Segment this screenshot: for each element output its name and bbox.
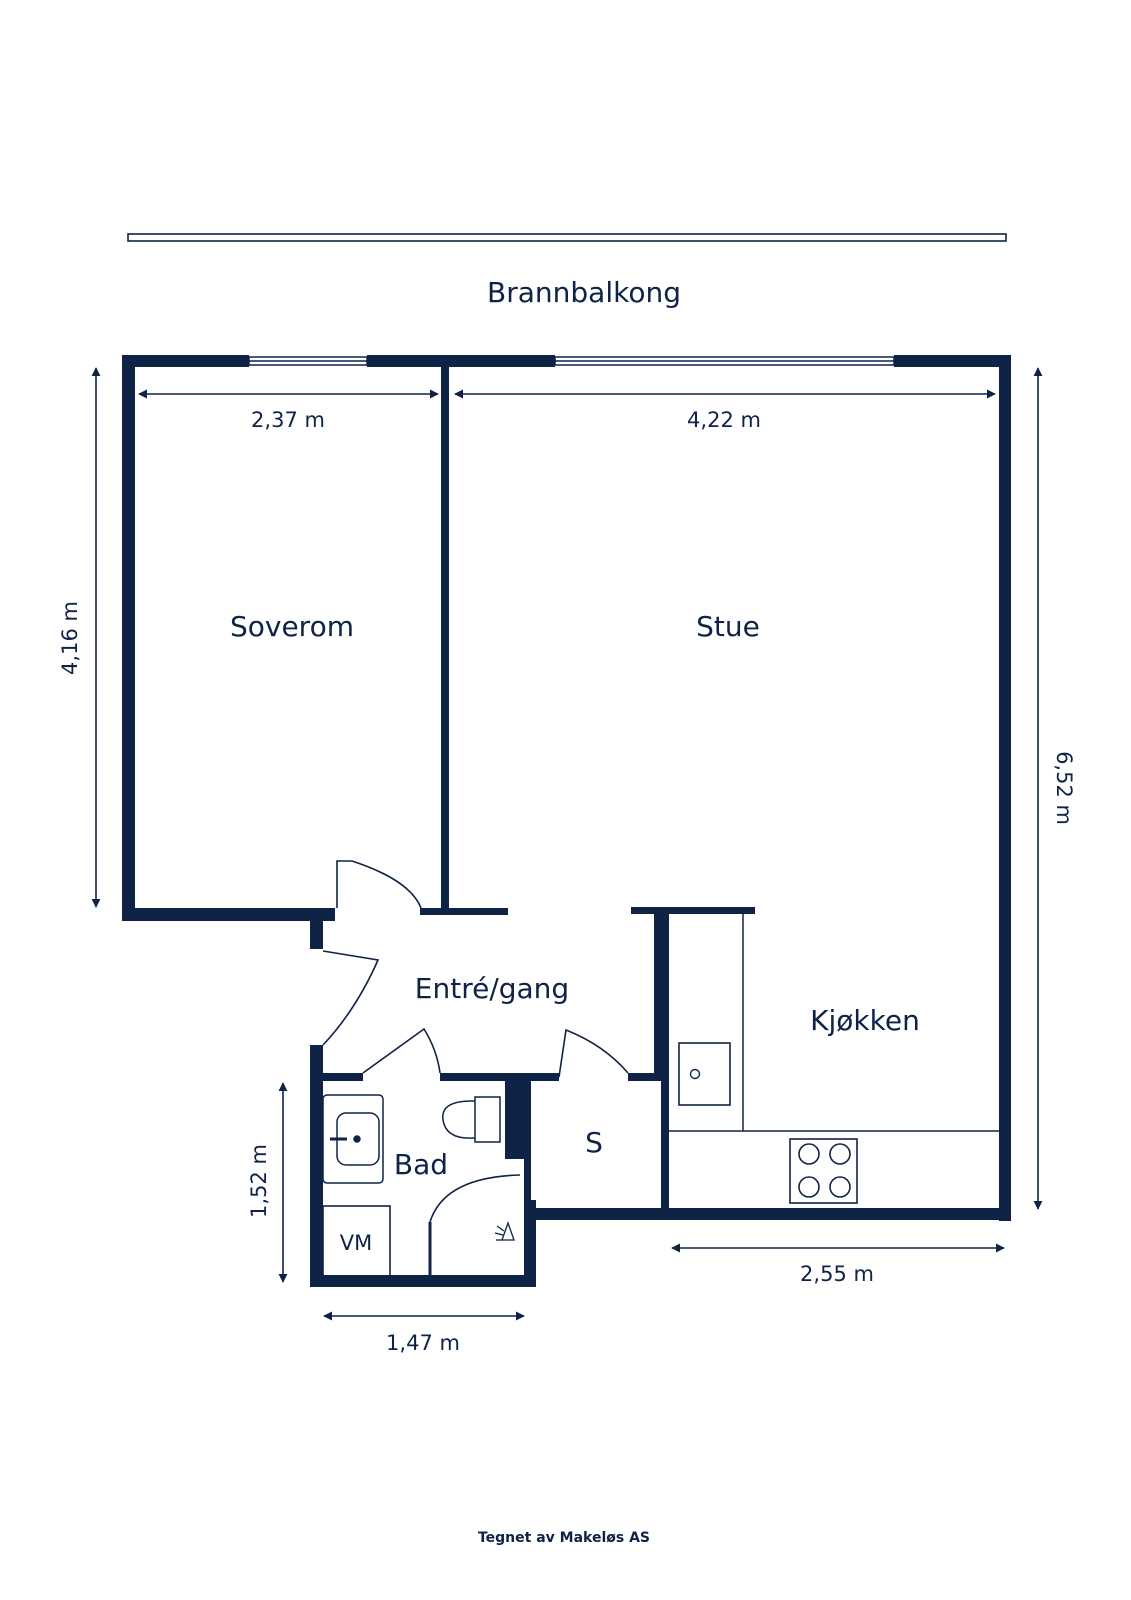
washing-machine-icon [322, 1205, 391, 1278]
room-label-washer: VM [340, 1231, 372, 1255]
dim-living-width: 4,22 m [687, 408, 761, 432]
credit-text: Tegnet av Makeløs AS [478, 1530, 650, 1546]
room-label-storage: S [585, 1126, 603, 1159]
room-label-bedroom: Soverom [230, 610, 354, 643]
walls [122, 355, 1011, 1287]
toilet-icon [442, 1096, 501, 1143]
doors [322, 860, 629, 1277]
kitchen-sink-icon [678, 1042, 731, 1106]
dim-bedroom-width: 2,37 m [251, 408, 325, 432]
washbasin-icon [322, 1094, 384, 1184]
room-label-kitchen: Kjøkken [810, 1004, 920, 1037]
dim-bedroom-depth: 4,16 m [58, 601, 82, 675]
balcony-label: Brannbalkong [487, 276, 681, 309]
balcony-railing [127, 233, 1007, 242]
kitchen-counter [669, 912, 999, 1132]
dim-total-depth: 6,52 m [1052, 751, 1076, 825]
stove-icon [789, 1138, 858, 1204]
windows [248, 356, 895, 366]
shower-icon [494, 1221, 515, 1241]
room-label-hall: Entré/gang [415, 972, 569, 1005]
room-label-living: Stue [696, 610, 760, 643]
dim-bath-width: 1,47 m [386, 1331, 460, 1355]
dimension-lines [91, 367, 1043, 1321]
dim-bath-depth: 1,52 m [247, 1144, 271, 1218]
dim-kitchen-width: 2,55 m [800, 1262, 874, 1286]
room-label-bath: Bad [394, 1148, 448, 1181]
